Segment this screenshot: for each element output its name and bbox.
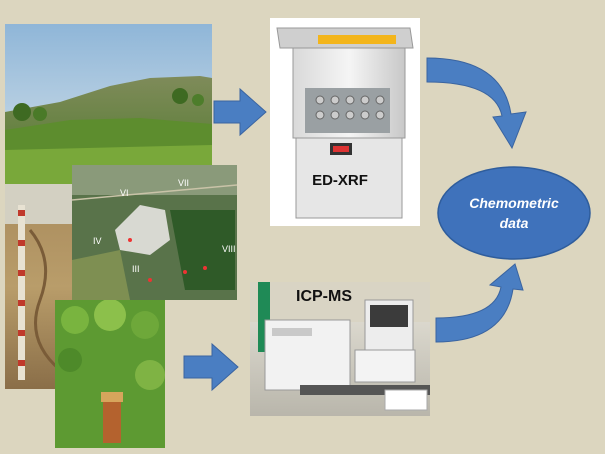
map-marker-label: VI	[120, 188, 129, 198]
output-line-1: Chemometric	[469, 195, 559, 211]
ed-xrf-instrument-photo	[270, 18, 420, 226]
curved-arrow-icp-to-data	[435, 263, 524, 343]
vegetation-photo	[55, 299, 165, 448]
landscape-photo	[5, 24, 212, 184]
chemometric-data-ellipse	[437, 166, 591, 260]
aerial-map-photo: VII IV VIII III VI	[71, 165, 238, 300]
chemometric-data-text: Chemometric data	[440, 193, 588, 233]
map-marker-label: IV	[93, 236, 102, 246]
arrow-to-xrf	[213, 87, 267, 137]
map-marker-label: VII	[178, 178, 189, 188]
icp-ms-label: ICP-MS	[296, 288, 352, 305]
ed-xrf-label: ED-XRF	[312, 172, 368, 189]
curved-arrow-xrf-to-data	[426, 57, 527, 150]
map-marker-label: III	[132, 264, 140, 274]
map-marker-label: VIII	[222, 244, 236, 254]
arrow-to-icp	[183, 342, 239, 392]
output-line-2: data	[499, 215, 529, 231]
icp-ms-lab-photo	[250, 282, 430, 416]
